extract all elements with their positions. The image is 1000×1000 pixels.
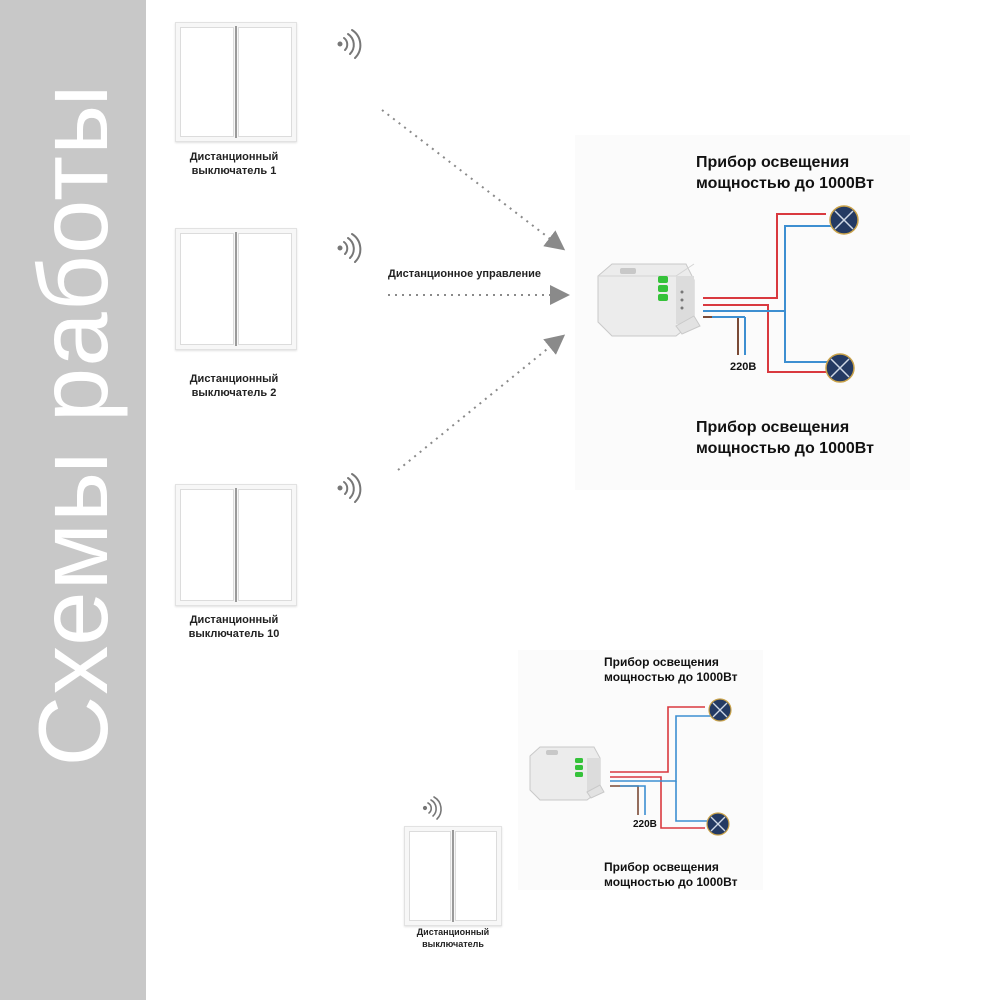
switch-caption: Дистанционный выключатель 2 bbox=[154, 372, 314, 400]
switch-key-left bbox=[180, 489, 234, 601]
sidebar: Схемы работы bbox=[0, 0, 146, 1000]
top-wiring bbox=[703, 213, 840, 373]
caption-line: Дистанционный bbox=[416, 927, 490, 937]
wifi-icon bbox=[337, 29, 362, 59]
lamp-label-line: Прибор освещения bbox=[604, 860, 719, 874]
caption-line: выключатель bbox=[422, 939, 484, 949]
voltage-label: 220В bbox=[633, 819, 657, 830]
lamp-label-line: мощностью до 1000Вт bbox=[604, 875, 738, 889]
arrow-from-switch-10 bbox=[397, 334, 566, 471]
lamp-label-bottom: Прибор освещения мощностью до 1000Вт bbox=[696, 417, 874, 459]
switch-key-left bbox=[180, 233, 234, 345]
receiver-relay bbox=[529, 746, 605, 801]
caption-line: Дистанционный bbox=[189, 373, 279, 385]
voltage-label: 220В bbox=[730, 361, 756, 373]
switch-caption: Дистанционный выключатель 10 bbox=[154, 613, 314, 641]
lamp-label-bottom: Прибор освещения мощностью до 1000Вт bbox=[604, 860, 737, 890]
caption-line: Дистанционный bbox=[189, 151, 279, 163]
lamp-label-line: мощностью до 1000Вт bbox=[696, 175, 874, 192]
wifi-icon bbox=[422, 796, 442, 820]
wifi-icon bbox=[337, 233, 362, 263]
lamp-label-line: Прибор освещения bbox=[696, 419, 850, 436]
switch-divider bbox=[235, 488, 237, 602]
switch-caption: Дистанционный выключатель bbox=[393, 926, 513, 950]
remote-control-label: Дистанционное управление bbox=[388, 268, 541, 280]
switch-key-left bbox=[180, 27, 234, 137]
switch-key-right bbox=[238, 489, 292, 601]
switch-divider bbox=[452, 830, 454, 922]
lamp-icon bbox=[706, 812, 730, 836]
receiver-relay bbox=[597, 263, 701, 337]
lamp-icon bbox=[825, 353, 855, 383]
lamp-icon bbox=[829, 205, 859, 235]
caption-line: выключатель 10 bbox=[188, 628, 280, 640]
caption-line: выключатель 2 bbox=[191, 387, 277, 399]
switch-key-left bbox=[409, 831, 451, 921]
caption-line: Дистанционный bbox=[189, 614, 279, 626]
lamp-label-line: Прибор освещения bbox=[604, 655, 719, 669]
remote-switch-1 bbox=[175, 22, 297, 142]
remote-switch-10 bbox=[175, 484, 297, 606]
switch-divider bbox=[235, 26, 237, 138]
lamp-label-top: Прибор освещения мощностью до 1000Вт bbox=[696, 152, 874, 194]
lamp-label-line: Прибор освещения bbox=[696, 154, 850, 171]
switch-key-right bbox=[238, 233, 292, 345]
switch-key-right bbox=[238, 27, 292, 137]
lamp-label-line: мощностью до 1000Вт bbox=[604, 670, 738, 684]
lamp-label-top: Прибор освещения мощностью до 1000Вт bbox=[604, 655, 737, 685]
switch-key-right bbox=[455, 831, 497, 921]
lamp-icon bbox=[708, 698, 732, 722]
switch-caption: Дистанционный выключатель 1 bbox=[154, 150, 314, 178]
remote-switch-2 bbox=[175, 228, 297, 350]
bottom-wiring bbox=[610, 706, 716, 829]
wifi-icon bbox=[337, 473, 362, 503]
remote-switch bbox=[404, 826, 502, 926]
lamp-label-line: мощностью до 1000Вт bbox=[696, 440, 874, 457]
caption-line: выключатель 1 bbox=[191, 165, 277, 177]
switch-divider bbox=[235, 232, 237, 346]
arrow-from-switch-1 bbox=[381, 109, 566, 251]
